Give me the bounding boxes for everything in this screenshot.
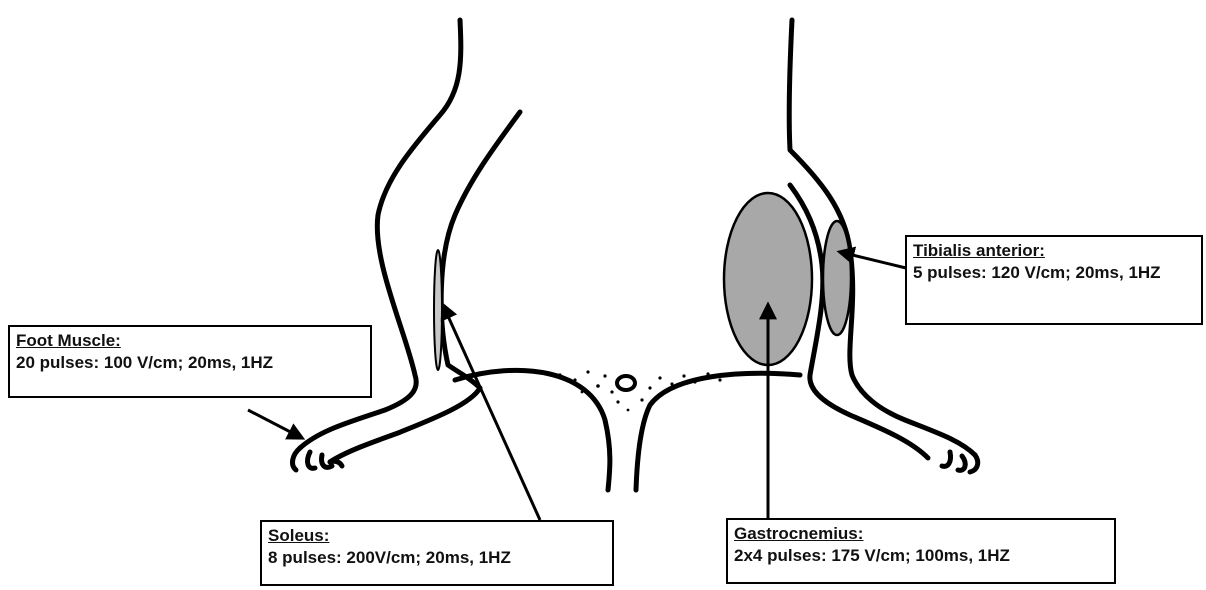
soleus-arrow xyxy=(443,305,540,520)
tibialis-anterior-label: Tibialis anterior: 5 pulses: 120 V/cm; 2… xyxy=(905,235,1203,325)
soleus-label: Soleus: 8 pulses: 200V/cm; 20ms, 1HZ xyxy=(260,520,614,586)
foot-muscle-title: Foot Muscle: xyxy=(16,330,364,352)
soleus-title: Soleus: xyxy=(268,525,606,547)
soleus-region xyxy=(434,250,442,370)
foot-muscle-arrow xyxy=(248,410,302,438)
gastrocnemius-label: Gastrocnemius: 2x4 pulses: 175 V/cm; 100… xyxy=(726,518,1116,584)
tibialis-anterior-region xyxy=(823,221,851,335)
gastrocnemius-params: 2x4 pulses: 175 V/cm; 100ms, 1HZ xyxy=(734,545,1108,567)
tibialis-anterior-params: 5 pulses: 120 V/cm; 20ms, 1HZ xyxy=(913,262,1195,284)
tibialis-anterior-title: Tibialis anterior: xyxy=(913,240,1195,262)
gastrocnemius-title: Gastrocnemius: xyxy=(734,523,1108,545)
foot-muscle-label: Foot Muscle: 20 pulses: 100 V/cm; 20ms, … xyxy=(8,325,372,398)
soleus-params: 8 pulses: 200V/cm; 20ms, 1HZ xyxy=(268,547,606,569)
foot-muscle-params: 20 pulses: 100 V/cm; 20ms, 1HZ xyxy=(16,352,364,374)
